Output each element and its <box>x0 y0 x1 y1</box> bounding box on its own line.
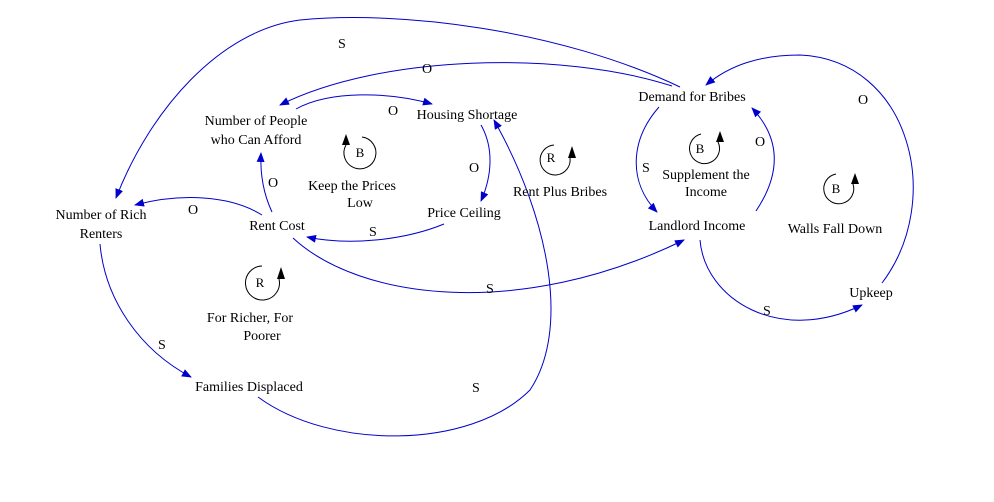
link-demand-to-people-afford: O <box>279 62 673 106</box>
link-rent-to-rich-renters: O <box>134 197 263 218</box>
link-people-to-shortage: O <box>295 94 433 119</box>
variable-people-afford: Number of People who Can Afford <box>205 114 308 148</box>
link-polarity: S <box>158 338 166 353</box>
svg-text:Landlord Income: Landlord Income <box>649 219 746 234</box>
loop-type-label: B <box>832 181 841 196</box>
loop-name: Supplement the <box>662 168 750 183</box>
loop-name: Low <box>347 196 374 211</box>
loop-name: Keep the Prices <box>308 179 396 194</box>
link-polarity: O <box>268 176 278 191</box>
loop-type-label: B <box>356 145 365 160</box>
link-rich-to-families-displaced: S <box>99 243 192 378</box>
link-polarity: O <box>469 161 479 176</box>
link-polarity: O <box>858 93 868 108</box>
variable-rent-cost: Rent Cost <box>249 219 305 234</box>
link-rent-to-people-afford: O <box>256 152 278 213</box>
loop-name: Income <box>685 185 727 200</box>
loop-name: Walls Fall Down <box>788 222 883 237</box>
link-upkeep-to-demand: O <box>705 54 914 284</box>
link-shortage-to-ceiling: O <box>469 124 491 202</box>
link-polarity: O <box>188 203 198 218</box>
link-polarity: S <box>642 161 650 176</box>
link-displaced-to-shortage: S <box>257 119 552 437</box>
link-polarity: O <box>388 104 398 119</box>
variable-upkeep: Upkeep <box>849 286 893 301</box>
variable-housing-shortage: Housing Shortage <box>417 108 518 123</box>
link-polarity: S <box>338 37 346 52</box>
link-landlord-to-upkeep: S <box>699 239 863 321</box>
svg-text:who Can Afford: who Can Afford <box>211 133 302 148</box>
variable-rich-renters: Number of Rich Renters <box>56 208 147 242</box>
loop-type-label: R <box>547 150 556 165</box>
svg-text:Demand for Bribes: Demand for Bribes <box>638 90 745 105</box>
link-polarity: O <box>755 135 765 150</box>
link-landlord-to-demand: O <box>751 107 775 212</box>
svg-text:Renters: Renters <box>80 227 123 242</box>
link-demand-to-rich-renters: S <box>115 17 681 199</box>
link-polarity: S <box>486 282 494 297</box>
loop-type-label: B <box>696 141 705 156</box>
svg-text:Housing Shortage: Housing Shortage <box>417 108 518 123</box>
loop-supplement-income: B Supplement the Income <box>662 131 750 200</box>
loop-rent-plus-bribes: R Rent Plus Bribes <box>513 144 607 200</box>
link-demand-to-landlord-income: S <box>635 106 660 213</box>
loop-walls-fall-down: B Walls Fall Down <box>788 173 883 237</box>
loop-richer-poorer: R For Richer, For Poorer <box>207 265 293 344</box>
variable-demand-for-bribes: Demand for Bribes <box>638 90 745 105</box>
variable-families-displaced: Families Displaced <box>195 380 303 395</box>
link-polarity: S <box>369 225 377 240</box>
variable-landlord-income: Landlord Income <box>649 219 746 234</box>
loop-keep-prices-low: B Keep the Prices Low <box>308 134 396 211</box>
loop-name: For Richer, For <box>207 311 293 326</box>
loop-name: Rent Plus Bribes <box>513 185 607 200</box>
link-polarity: O <box>422 62 432 77</box>
svg-text:Price Ceiling: Price Ceiling <box>427 206 501 221</box>
svg-text:Number of Rich: Number of Rich <box>56 208 147 223</box>
svg-text:Families Displaced: Families Displaced <box>195 380 303 395</box>
link-polarity: S <box>763 304 771 319</box>
variable-price-ceiling: Price Ceiling <box>427 206 501 221</box>
loop-name: Poorer <box>243 329 281 344</box>
loop-type-label: R <box>256 275 265 290</box>
link-ceiling-to-rent-cost: S <box>306 223 445 243</box>
svg-text:Upkeep: Upkeep <box>849 286 893 301</box>
svg-text:Number of People: Number of People <box>205 114 308 129</box>
svg-text:Rent Cost: Rent Cost <box>249 219 305 234</box>
link-polarity: S <box>472 381 480 396</box>
link-rent-to-landlord-income: S <box>292 237 685 297</box>
